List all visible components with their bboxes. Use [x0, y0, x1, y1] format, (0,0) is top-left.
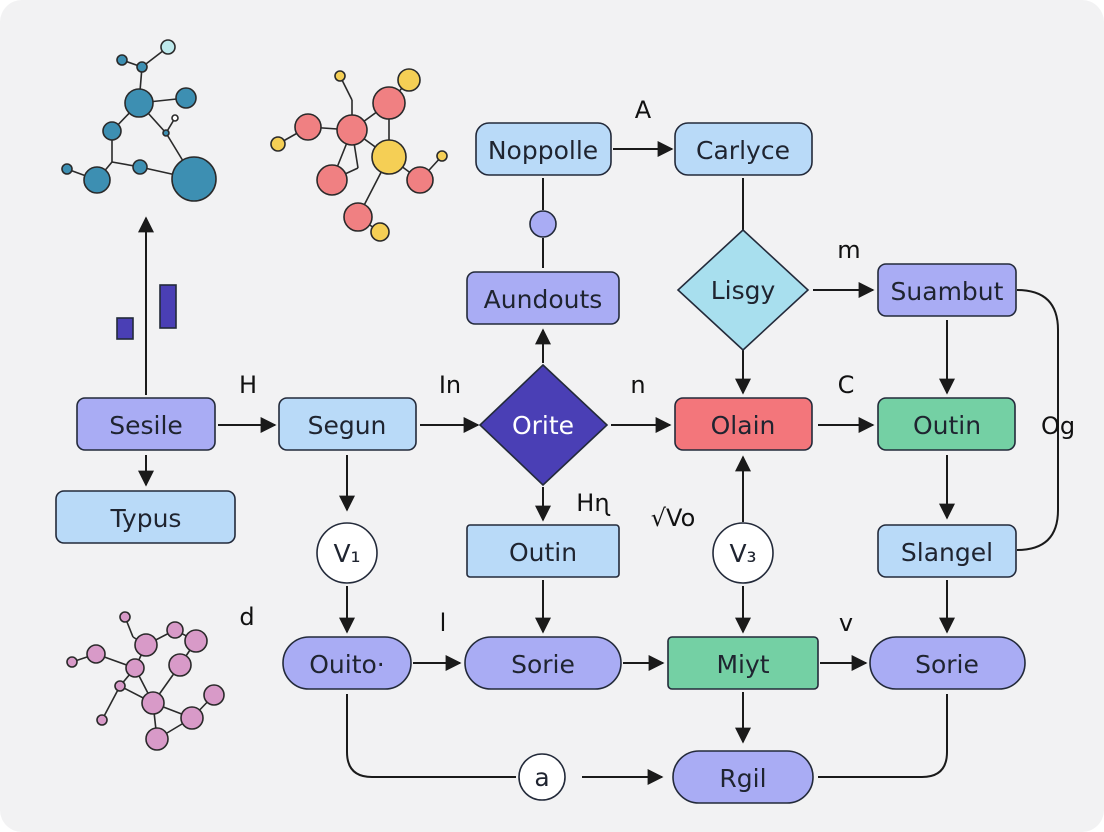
edge-label-n: n	[630, 371, 645, 399]
node-typus-label: Typus	[110, 504, 182, 533]
edge-label-In: In	[439, 371, 461, 399]
bar-small-icon	[116, 317, 134, 340]
node-noppolle-box	[475, 122, 612, 176]
node-outin-right-label: Outin	[913, 411, 981, 440]
node-segun-box	[278, 397, 417, 451]
node-lisgy-label: Lisgy	[711, 276, 776, 305]
node-orite-label: Orite	[512, 411, 574, 440]
node-rgil-box	[672, 750, 814, 804]
node-a-circle	[518, 753, 566, 801]
node-sesile-box	[76, 397, 216, 451]
edges	[116, 141, 1059, 785]
node-olain-box	[674, 397, 813, 451]
node-sesile-label: Sesile	[109, 411, 183, 440]
node-sorie-right-box	[869, 636, 1026, 690]
nodes: Noppolle Carlyce Aundouts Lisgy Suambut …	[55, 122, 1026, 804]
node-aundouts-box	[466, 271, 620, 325]
edge-label-C: C	[838, 371, 855, 399]
node-outin-mid-box	[466, 524, 620, 578]
bar-tall-icon	[159, 284, 177, 329]
node-slangel-box	[877, 524, 1017, 578]
edge-label-v: v	[839, 609, 853, 637]
edge-label-l: l	[440, 609, 447, 637]
node-noppolle-label: Noppolle	[488, 136, 598, 165]
node-v1-label: V₁	[333, 539, 360, 568]
edge-label-Vo: √Vo	[651, 504, 696, 532]
edge-label-Og: Og	[1041, 412, 1075, 440]
edge-ouito-a	[346, 694, 516, 778]
node-outin-mid-label: Outin	[509, 538, 577, 567]
molecule-graphic-top-left	[61, 39, 217, 202]
molecule-graphic-top-center	[270, 68, 448, 242]
molecule-graphic-bottom-left	[66, 611, 225, 751]
node-aundouts-label: Aundouts	[484, 285, 603, 314]
node-carlyce-label: Carlyce	[696, 136, 790, 165]
node-v3-label: V₃	[729, 539, 756, 568]
node-a-label: a	[534, 763, 549, 792]
node-miyt-box	[667, 636, 819, 690]
node-sorie-right-label: Sorie	[915, 650, 979, 679]
node-outin-right-box	[877, 397, 1016, 451]
connector-dot	[529, 210, 557, 238]
node-typus-box	[55, 490, 236, 544]
node-segun-label: Segun	[308, 411, 387, 440]
edge-sorie-rgil	[818, 694, 948, 778]
node-lisgy-diamond	[676, 228, 810, 352]
node-suambut-label: Suambut	[891, 277, 1004, 306]
node-rgil-label: Rgil	[719, 764, 766, 793]
node-v3-circle	[712, 522, 774, 584]
edge-label-A: A	[635, 96, 652, 124]
node-carlyce-box	[674, 122, 813, 176]
node-suambut-box	[877, 263, 1017, 317]
node-ouito-box	[282, 636, 412, 690]
edge-label-H: H	[239, 371, 257, 399]
edge-suambut-slangel-loop	[1016, 289, 1059, 551]
node-orite-diamond	[478, 363, 609, 487]
edge-label-Hn: Hɳ	[576, 489, 610, 517]
node-sorie-mid-box	[464, 636, 622, 690]
edge-label-m: m	[837, 236, 860, 264]
node-miyt-label: Miyt	[716, 650, 769, 679]
node-ouito-label: Ouito·	[309, 650, 385, 679]
node-olain-label: Olain	[711, 411, 776, 440]
node-sorie-mid-label: Sorie	[511, 650, 575, 679]
node-v1-circle	[316, 522, 378, 584]
node-slangel-label: Slangel	[901, 538, 993, 567]
edge-labels: A m H In n C Og Hɳ √Vo d l v	[239, 96, 1075, 637]
edge-label-d: d	[239, 603, 254, 631]
